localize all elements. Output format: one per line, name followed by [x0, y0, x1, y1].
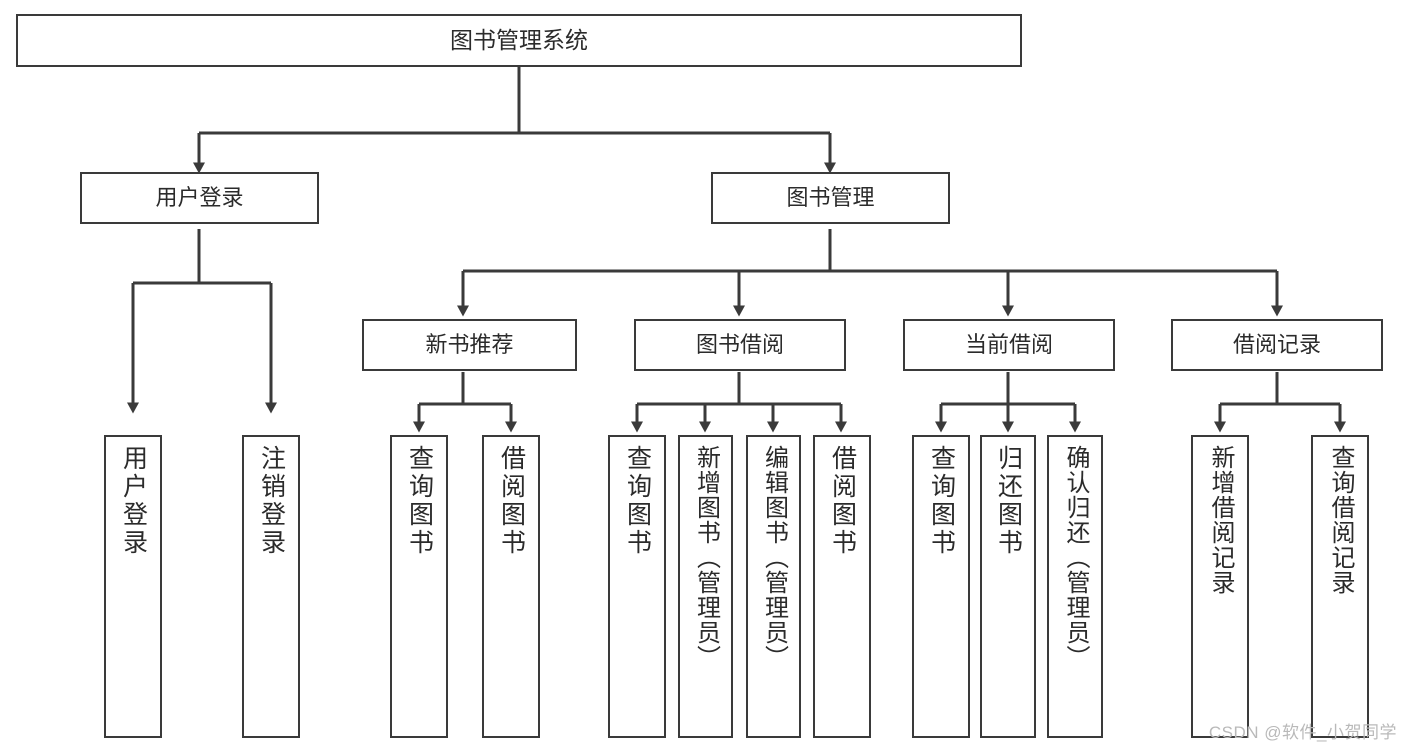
node-book-management-label: 图书管理	[786, 185, 875, 211]
node-leaf-return-book-label: 归还图书	[994, 445, 1023, 557]
node-leaf-borrow-book-2[interactable]: 借阅图书	[813, 435, 871, 738]
node-leaf-add-book[interactable]: 新增图书（管理员）	[678, 435, 733, 738]
node-root-label: 图书管理系统	[450, 26, 588, 53]
node-borrow-record[interactable]: 借阅记录	[1171, 319, 1383, 371]
node-leaf-add-borrow-record[interactable]: 新增借阅记录	[1191, 435, 1249, 738]
node-user-login[interactable]: 用户登录	[80, 172, 319, 224]
watermark: CSDN @软件_小贺同学	[1208, 723, 1397, 742]
node-leaf-edit-book[interactable]: 编辑图书（管理员）	[746, 435, 801, 738]
node-leaf-user-login[interactable]: 用户登录	[104, 435, 162, 738]
node-root[interactable]: 图书管理系统	[16, 14, 1022, 67]
node-new-book-recommend[interactable]: 新书推荐	[362, 319, 577, 371]
node-leaf-user-login-label: 用户登录	[119, 445, 148, 557]
node-leaf-borrow-book-1-label: 借阅图书	[497, 445, 526, 557]
node-leaf-confirm-return[interactable]: 确认归还（管理员）	[1047, 435, 1103, 738]
node-leaf-confirm-return-label: 确认归还（管理员）	[1062, 445, 1089, 670]
node-leaf-edit-book-label: 编辑图书（管理员）	[760, 445, 788, 670]
node-leaf-query-book-2[interactable]: 查询图书	[608, 435, 666, 738]
node-book-management[interactable]: 图书管理	[711, 172, 950, 224]
node-new-book-recommend-label: 新书推荐	[425, 332, 514, 358]
node-leaf-query-book-3-label: 查询图书	[927, 445, 956, 557]
node-leaf-query-borrow-record[interactable]: 查询借阅记录	[1311, 435, 1369, 738]
node-leaf-query-book-2-label: 查询图书	[623, 445, 652, 557]
node-current-borrow[interactable]: 当前借阅	[903, 319, 1115, 371]
node-borrow-record-label: 借阅记录	[1232, 332, 1321, 358]
node-leaf-add-borrow-record-label: 新增借阅记录	[1207, 445, 1234, 595]
node-current-borrow-label: 当前借阅	[964, 332, 1053, 358]
node-leaf-query-book-1-label: 查询图书	[405, 445, 434, 557]
node-leaf-borrow-book-1[interactable]: 借阅图书	[482, 435, 540, 738]
node-leaf-query-book-1[interactable]: 查询图书	[390, 435, 448, 738]
node-leaf-borrow-book-2-label: 借阅图书	[828, 445, 857, 557]
node-book-borrow[interactable]: 图书借阅	[634, 319, 846, 371]
node-leaf-query-borrow-record-label: 查询借阅记录	[1327, 445, 1354, 595]
node-leaf-return-book[interactable]: 归还图书	[980, 435, 1036, 738]
node-book-borrow-label: 图书借阅	[695, 332, 784, 358]
node-leaf-query-book-3[interactable]: 查询图书	[912, 435, 970, 738]
node-leaf-add-book-label: 新增图书（管理员）	[692, 445, 720, 670]
node-leaf-logout-login[interactable]: 注销登录	[242, 435, 300, 738]
node-leaf-logout-login-label: 注销登录	[257, 445, 286, 557]
node-user-login-label: 用户登录	[155, 185, 244, 211]
